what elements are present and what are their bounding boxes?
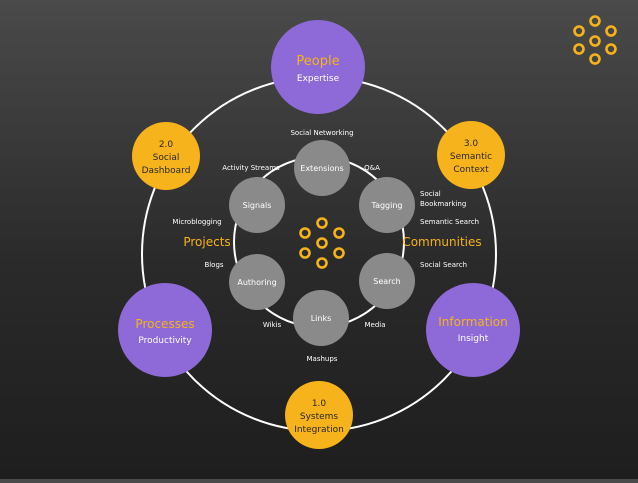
label-activity-streams: Activity Streams (222, 164, 280, 172)
node-systems-integration-line1: 1.0 (312, 399, 327, 409)
node-people-subtitle: Expertise (297, 74, 340, 84)
label-semantic-search: Semantic Search (420, 218, 479, 226)
node-social-dashboard-line3: Dashboard (142, 166, 191, 176)
node-semantic-context-line2: Semantic (450, 152, 492, 162)
node-links-label: Links (311, 314, 332, 323)
node-signals-label: Signals (243, 201, 272, 210)
label-social-search: Social Search (420, 261, 467, 269)
node-social-dashboard-line2: Social (153, 153, 180, 163)
label-mashups: Mashups (307, 355, 338, 363)
node-semantic-context-line3: Context (453, 165, 489, 175)
node-links[interactable]: Links (293, 290, 349, 346)
label-social-bookmarking-line1: Social (420, 190, 441, 198)
center-ring-of-dots-icon (299, 217, 345, 269)
label-microblogging: Microblogging (172, 218, 221, 226)
node-processes-subtitle: Productivity (138, 336, 192, 346)
label-social-networking: Social Networking (290, 129, 353, 137)
label-wikis: Wikis (263, 321, 282, 329)
node-information[interactable]: Information Insight (426, 283, 520, 377)
node-systems-integration[interactable]: 1.0 Systems Integration (285, 381, 353, 449)
node-people[interactable]: People Expertise (271, 20, 365, 114)
node-people-title: People (296, 54, 339, 69)
ring-of-dots-logo (573, 15, 617, 65)
label-projects: Projects (183, 235, 230, 249)
node-processes[interactable]: Processes Productivity (118, 283, 212, 377)
node-search-label: Search (373, 277, 400, 286)
label-social-bookmarking-line2: Bookmarking (420, 200, 466, 208)
node-information-subtitle: Insight (458, 334, 489, 344)
label-media: Media (364, 321, 385, 329)
label-communities: Communities (402, 235, 481, 249)
node-tagging[interactable]: Tagging (359, 177, 415, 233)
node-extensions-label: Extensions (300, 164, 343, 173)
label-blogs: Blogs (204, 261, 223, 269)
node-semantic-context-line1: 3.0 (464, 139, 479, 149)
node-semantic-context[interactable]: 3.0 Semantic Context (437, 121, 505, 189)
node-information-title: Information (438, 315, 507, 329)
node-search[interactable]: Search (359, 253, 415, 309)
node-signals[interactable]: Signals (229, 177, 285, 233)
node-extensions[interactable]: Extensions (294, 140, 350, 196)
node-tagging-label: Tagging (371, 201, 403, 210)
node-social-dashboard[interactable]: 2.0 Social Dashboard (132, 122, 200, 190)
label-qa: Q&A (364, 164, 380, 172)
node-authoring[interactable]: Authoring (229, 254, 285, 310)
node-social-dashboard-line1: 2.0 (159, 140, 174, 150)
node-systems-integration-line3: Integration (294, 425, 344, 435)
node-systems-integration-line2: Systems (300, 412, 339, 422)
node-processes-title: Processes (135, 317, 194, 331)
node-authoring-label: Authoring (237, 278, 276, 287)
